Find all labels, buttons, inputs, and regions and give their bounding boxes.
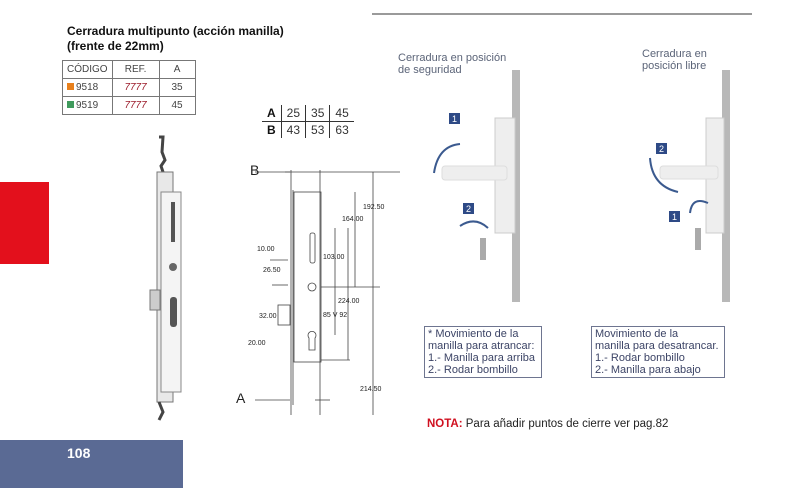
instruction-line: 2.- Rodar bombillo: [428, 364, 518, 376]
caption-line: posición libre: [642, 60, 707, 72]
note-label: NOTA:: [427, 418, 463, 430]
note-text: Para añadir puntos de cierre ver pag.82: [462, 418, 669, 430]
title-line-2: (frente de 22mm): [67, 39, 164, 53]
ref: 7777: [111, 78, 160, 97]
code: 9518: [76, 82, 99, 93]
dim-label: 10.00: [257, 246, 275, 253]
section-tab: [0, 182, 49, 264]
label-a: A: [236, 390, 246, 406]
dim-label: 224.00: [338, 298, 360, 305]
dim-label: 214.50: [360, 386, 382, 393]
svg-text:2: 2: [466, 204, 471, 214]
label: A: [262, 105, 282, 122]
caption-line: Cerradura en: [642, 48, 707, 60]
instruction-line: 2.- Manilla para abajo: [595, 364, 701, 376]
note: NOTA: Para añadir puntos de cierre ver p…: [427, 418, 668, 430]
technical-drawing: B A 192.50 164.00 103.00 224.00 85 V 92 …: [230, 160, 400, 420]
value: 35: [305, 105, 330, 122]
instruction-line: Movimiento de la: [595, 328, 679, 340]
dim-label: 192.50: [363, 204, 385, 211]
dim-label: 32.00: [259, 313, 277, 320]
header-a: A: [158, 60, 196, 79]
dim-label: 85 V 92: [323, 312, 348, 319]
header-code: CÓDIGO: [62, 60, 113, 79]
lock-free-position-image: 2 1: [649, 70, 730, 302]
code: 9519: [76, 100, 99, 111]
value: 45: [329, 105, 354, 122]
dim-label: 20.00: [248, 340, 266, 347]
caption-line: de seguridad: [398, 64, 462, 76]
value: 63: [329, 121, 354, 138]
instruction-line: 1.- Rodar bombillo: [595, 352, 685, 364]
page-number: 108: [67, 445, 91, 461]
a-value: 35: [158, 78, 196, 97]
value: 25: [280, 105, 306, 122]
a-value: 45: [158, 96, 196, 115]
header-rule: [372, 13, 752, 15]
label: B: [267, 123, 276, 137]
caption-line: Cerradura en posición: [398, 52, 507, 64]
svg-text:1: 1: [452, 114, 457, 124]
instruction-line: manilla para atrancar:: [428, 340, 535, 352]
instruction-line: * Movimiento de la: [428, 328, 519, 340]
ref: 7777: [111, 96, 160, 115]
instruction-line: 1.- Manilla para arriba: [428, 352, 535, 364]
lock-secure-position-image: 1 2: [433, 70, 520, 302]
svg-text:1: 1: [672, 212, 677, 222]
title-line-1: Cerradura multipunto (acción manilla): [67, 24, 284, 38]
dim-label: 26.50: [263, 267, 281, 274]
footer-bar: [0, 440, 183, 488]
value: 53: [305, 121, 330, 138]
dim-label: 103.00: [323, 254, 345, 261]
orange-swatch: [67, 83, 74, 90]
lock-product-image: [149, 135, 182, 421]
instruction-line: manilla para desatrancar.: [595, 340, 719, 352]
value: 43: [280, 121, 306, 138]
green-swatch: [67, 101, 74, 108]
svg-text:2: 2: [659, 144, 664, 154]
dim-label: 164.00: [342, 216, 364, 223]
label-b: B: [250, 162, 260, 178]
product-title: Cerradura multipunto (acción manilla) (f…: [67, 24, 284, 54]
header-ref: REF.: [111, 60, 160, 79]
